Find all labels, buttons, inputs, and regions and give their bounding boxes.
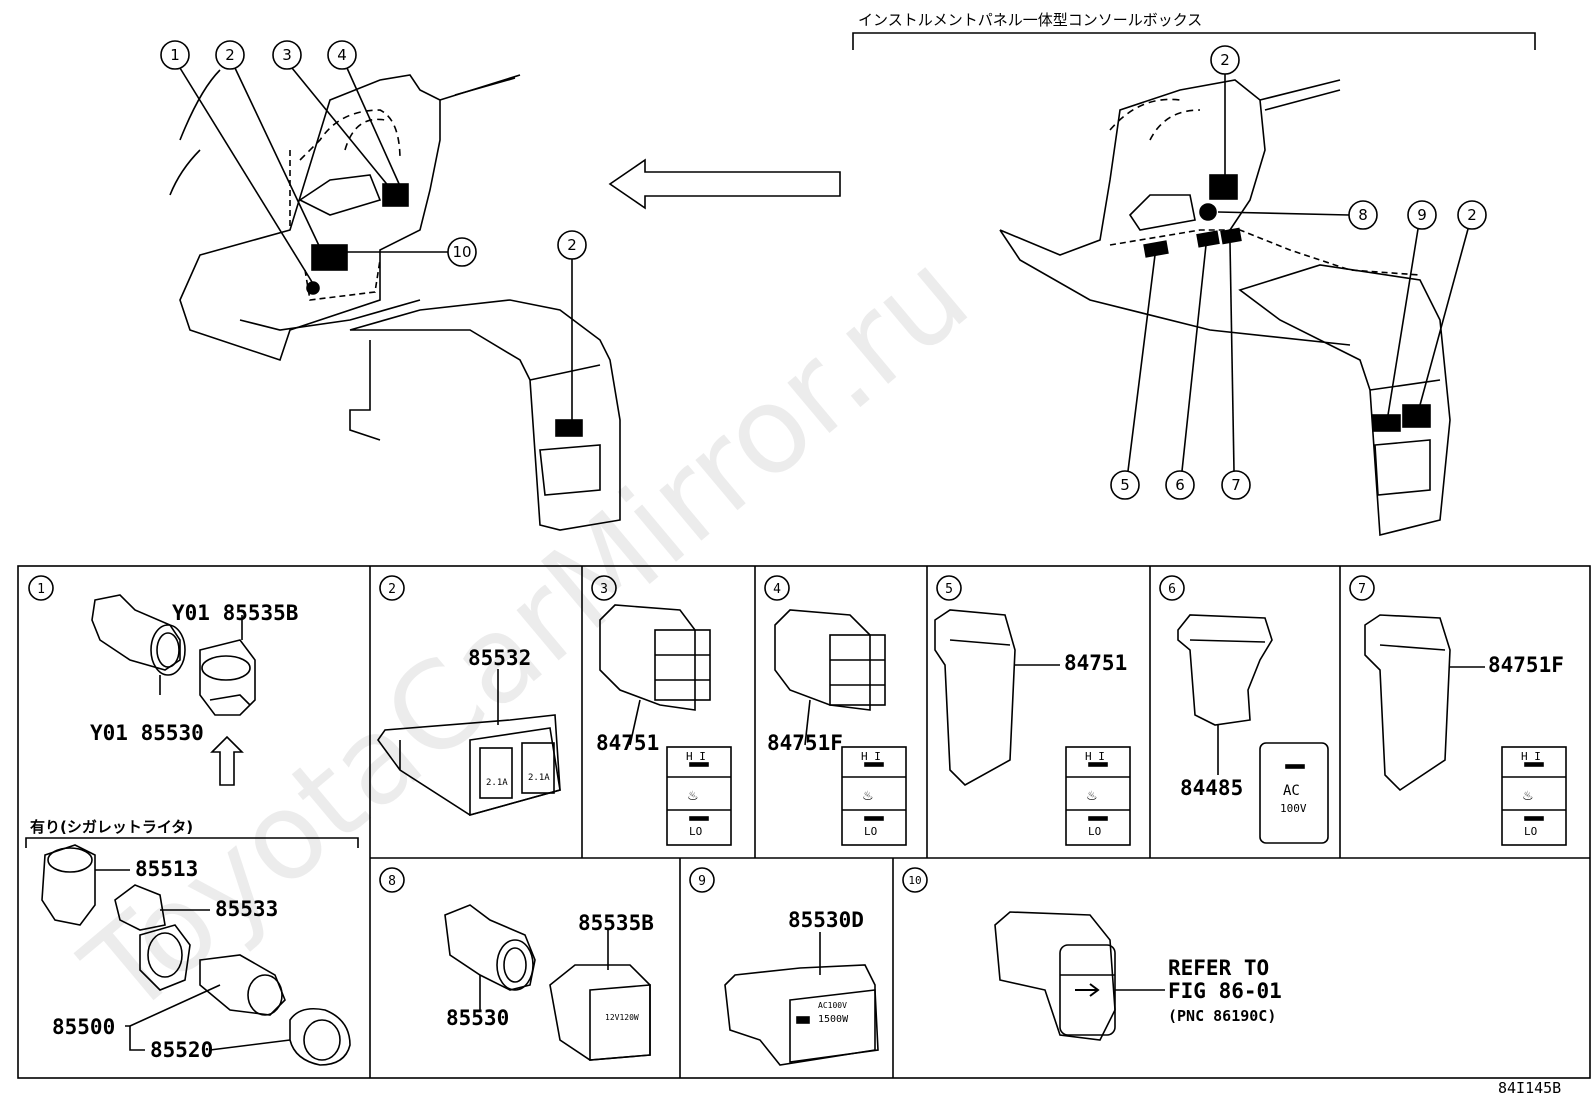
left-callout-2: 2: [225, 46, 235, 64]
cell-4-seat-icon: ♨: [863, 785, 873, 804]
cell-10-refer-2: (PNC 86190C): [1168, 1007, 1276, 1025]
cell-1-part-1: Y01 85530: [90, 721, 204, 745]
figure-code: 84I145B: [1498, 1079, 1561, 1097]
cell-num-1: 1: [37, 582, 45, 597]
cell-num-6: 6: [1168, 582, 1176, 597]
cell-7-illustration: [1364, 614, 1567, 846]
left-callout-4: 4: [337, 46, 347, 64]
cell-10-illustration: [994, 911, 1165, 1041]
cell-8-label-0: 12V120W: [605, 1013, 639, 1022]
cell-num-2: 2: [388, 582, 396, 597]
cell-9-part-0: 85530D: [788, 908, 864, 932]
cell-8-illustration: [444, 904, 651, 1061]
cell-3-hi: H I: [686, 750, 706, 763]
left-callout-1: 1: [170, 46, 180, 64]
cell-num-4: 4: [773, 582, 781, 597]
cell-5-hi: H I: [1085, 750, 1105, 763]
overview-heading: インストルメントパネル一体型コンソールボックス: [858, 11, 1202, 29]
cell-6-part-0: 84485: [1180, 776, 1243, 800]
cell-num-10: 10: [908, 874, 921, 887]
cell-2-label-0: 2.1A: [486, 778, 508, 788]
cell-num-7: 7: [1358, 582, 1366, 597]
cell-9-illustration: [724, 932, 879, 1066]
left-callout-3: 3: [282, 46, 292, 64]
cell-7-seat-icon: ♨: [1523, 785, 1533, 804]
cell-num-9: 9: [698, 874, 706, 889]
cell-10-refer-1: FIG 86-01: [1168, 979, 1282, 1003]
left-callouts: [160, 40, 587, 420]
cell-2-label-1: 2.1A: [528, 773, 550, 783]
cell-5-lo: LO: [1088, 825, 1101, 838]
cell-8-part-0: 85535B: [578, 911, 654, 935]
cigar-option-illustration: [41, 844, 351, 1066]
left-callout-2b: 2: [567, 236, 577, 254]
cell-10-refer-0: REFER TO: [1168, 956, 1269, 980]
right-callout-9: 9: [1417, 206, 1427, 224]
cell-1-part-0: Y01 85535B: [172, 601, 298, 625]
cell-4-part-0: 84751F: [767, 731, 843, 755]
cell-5-part-0: 84751: [1064, 651, 1127, 675]
right-callout-5: 5: [1120, 476, 1130, 494]
cell-2-part-0: 85532: [468, 646, 531, 670]
cell-7-lo: LO: [1524, 825, 1537, 838]
cigar-option-title: 有り(シガレットライタ): [30, 818, 193, 836]
cell-8-part-1: 85530: [446, 1006, 509, 1030]
right-callout-6: 6: [1175, 476, 1185, 494]
cell-3-seat-icon: ♨: [688, 785, 698, 804]
cell-num-5: 5: [945, 582, 953, 597]
left-callout-10: 10: [452, 243, 471, 261]
cell-4-lo: LO: [864, 825, 877, 838]
cell-3-lo: LO: [689, 825, 702, 838]
cell-5-illustration: [934, 609, 1131, 846]
cell-3-part-0: 84751: [596, 731, 659, 755]
right-overview-illustration: [999, 79, 1451, 537]
cell-6-outlet-line1: AC: [1283, 783, 1300, 799]
right-callout-8: 8: [1358, 206, 1368, 224]
right-callout-7: 7: [1231, 476, 1241, 494]
parts-grid: [17, 565, 1591, 1079]
cell-9-label-0: AC100V: [818, 1001, 847, 1010]
cell-1-illustration: [25, 594, 359, 848]
cell-6-illustration: [1177, 614, 1329, 844]
cell-6-outlet-line2: 100V: [1280, 802, 1307, 815]
left-overview-illustration: [169, 69, 621, 531]
heading-bracket: [852, 32, 1536, 50]
cell-2-illustration: [377, 669, 561, 817]
cigar-part-85500: 85500: [52, 1015, 115, 1039]
cell-9-label-1: 1500W: [818, 1014, 849, 1025]
cell-num-3: 3: [600, 582, 608, 597]
cell-7-hi: H I: [1521, 750, 1541, 763]
cell-num-8: 8: [388, 874, 396, 889]
cell-7-part-0: 84751F: [1488, 653, 1564, 677]
right-callout-2: 2: [1220, 51, 1230, 69]
cigar-part-85520: 85520: [150, 1038, 213, 1062]
right-callout-2b: 2: [1467, 206, 1477, 224]
cigar-part-85513: 85513: [135, 857, 198, 881]
cell-5-seat-icon: ♨: [1087, 785, 1097, 804]
right-callouts: [1110, 45, 1487, 500]
cell-4-hi: H I: [861, 750, 881, 763]
cell-4-illustration: [774, 609, 907, 846]
direction-arrow: [608, 158, 841, 210]
cell-number-circles: [28, 575, 1375, 893]
cell-3-illustration: [599, 604, 732, 846]
cigar-part-85533: 85533: [215, 897, 278, 921]
